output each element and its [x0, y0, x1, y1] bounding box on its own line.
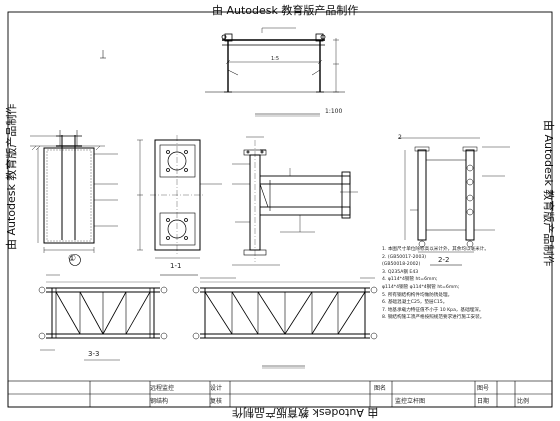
- title-block-number: 图号: [477, 385, 490, 392]
- scale-mark-label: 1:5: [271, 56, 280, 62]
- section-1-1-label: 1-1: [170, 262, 182, 270]
- note-line: 3. Q235A钢 E43: [382, 269, 419, 275]
- title-block: [7, 380, 553, 408]
- title-block-check: 复核: [210, 398, 223, 405]
- section-2-2-view: [398, 137, 510, 266]
- watermark-top: 由 Autodesk 教育版产品制作: [212, 4, 359, 17]
- title-block-subject: 钢结构: [150, 398, 169, 405]
- title-block-drawing: 监控立杆图: [395, 398, 426, 405]
- note-line: 6. 基础混凝土C25，垫层C15。: [382, 300, 448, 306]
- note-line: (GB50018-2002): [382, 262, 421, 268]
- cross-arm-detail-view: [232, 136, 358, 266]
- note-line: 5. 所有钢结构构件均做防锈处理。: [382, 292, 453, 298]
- drawing-frame: [7, 11, 553, 408]
- truss-elevation-view: [192, 277, 378, 369]
- note-line: 7. 地基承载力特征值不小于 10 Kpa，基础埋深。: [382, 307, 484, 313]
- top-elevation-view: [100, 27, 345, 117]
- top-scale-label: 1:100: [325, 108, 343, 115]
- section-2-2-label: 2-2: [438, 256, 450, 264]
- title-block-name: 图名: [374, 385, 387, 392]
- note-line: 2. (GB50017-2003): [382, 254, 427, 260]
- title-block-design: 设计: [210, 385, 223, 392]
- foundation-section-view: [30, 130, 118, 266]
- note-line: 1. 本图尺寸单位除标高以米计外，其余均以毫米计。: [382, 247, 489, 252]
- note-line: φ114*4钢管 φ114*4钢管 ht=6mm;: [382, 284, 460, 290]
- truss-3-3-view: [38, 274, 168, 361]
- section-mark-2: 2: [398, 134, 402, 141]
- design-notes: 1. 本图尺寸单位除标高以米计外，其余均以毫米计。 2. (GB50017-20…: [382, 246, 552, 322]
- title-block-date: 日期: [477, 398, 490, 405]
- note-line: 8. 钢结构施工须严格按照规范要求进行施工安装。: [382, 315, 485, 321]
- section-3-3-label: 3-3: [88, 350, 100, 358]
- title-block-project: 远程监控: [150, 385, 175, 392]
- title-block-scale: 比例: [517, 398, 530, 405]
- note-line: 4. φ114*4钢管 ht=6mm;: [382, 277, 438, 283]
- section-1-label: ①: [68, 254, 77, 264]
- base-plate-plan-view: [137, 135, 222, 276]
